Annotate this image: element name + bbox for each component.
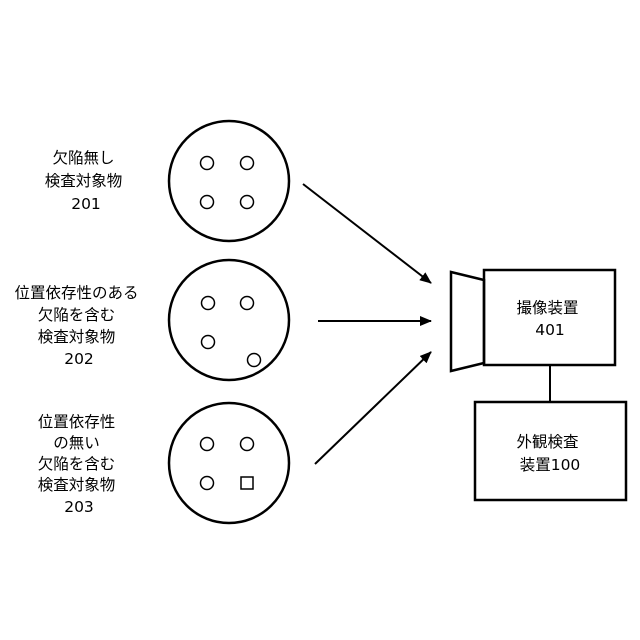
inspector-label: 外観検査 装置100 (517, 433, 584, 474)
object-203-label-line: の無い (53, 434, 100, 452)
object-201-disk (169, 121, 289, 241)
object-202-label-line: 検査対象物 (38, 328, 116, 346)
object-202-label: 位置依存性のある 欠陥を含む 検査対象物 202 (15, 284, 144, 368)
object-202-disk (169, 260, 289, 380)
camera-label-line: 撮像装置 (517, 299, 579, 317)
inspection-object-201: 欠陥無し 検査対象物 201 (45, 121, 289, 241)
object-202-label-line: 欠陥を含む (38, 306, 116, 324)
camera-label: 撮像装置 401 (517, 299, 584, 339)
object-203-label: 位置依存性 の無い 欠陥を含む 検査対象物 203 (38, 413, 120, 516)
feature-hole (201, 438, 214, 451)
feature-hole (241, 438, 254, 451)
inspector-label-line: 外観検査 (517, 433, 579, 451)
inspector-box (475, 402, 626, 500)
object-201-label-line: 欠陥無し (53, 149, 115, 167)
object-203-label-line: 位置依存性 (38, 413, 116, 431)
object-203-disk (169, 403, 289, 523)
object-201-label-line: 検査対象物 (45, 172, 123, 190)
arrow-203-to-camera (315, 352, 431, 464)
arrow-201-to-camera (303, 184, 431, 283)
imaging-device-401: 撮像装置 401 (451, 270, 615, 371)
object-201-label: 欠陥無し 検査対象物 201 (45, 149, 127, 213)
object-203-label-line: 検査対象物 (38, 476, 116, 494)
object-202-label-line: 位置依存性のある (15, 284, 139, 302)
camera-body (484, 270, 615, 365)
square-defect (241, 477, 253, 489)
inspection-object-202: 位置依存性のある 欠陥を含む 検査対象物 202 (15, 260, 289, 380)
feature-hole (202, 297, 215, 310)
inspection-object-203: 位置依存性 の無い 欠陥を含む 検査対象物 203 (38, 403, 289, 523)
feature-hole (201, 477, 214, 490)
object-201-label-line: 201 (71, 195, 101, 213)
inspector-label-line: 装置100 (520, 456, 581, 474)
feature-hole (202, 336, 215, 349)
feature-hole (241, 297, 254, 310)
object-203-label-line: 203 (64, 498, 94, 516)
camera-lens-icon (451, 272, 484, 371)
appearance-inspection-device-100: 外観検査 装置100 (475, 402, 626, 500)
feature-hole (201, 196, 214, 209)
object-203-label-line: 欠陥を含む (38, 455, 116, 473)
feature-hole (201, 157, 214, 170)
feature-hole (241, 196, 254, 209)
feature-hole (241, 157, 254, 170)
displaced-hole-defect (248, 354, 261, 367)
object-202-label-line: 202 (64, 350, 94, 368)
camera-label-line: 401 (535, 321, 565, 339)
